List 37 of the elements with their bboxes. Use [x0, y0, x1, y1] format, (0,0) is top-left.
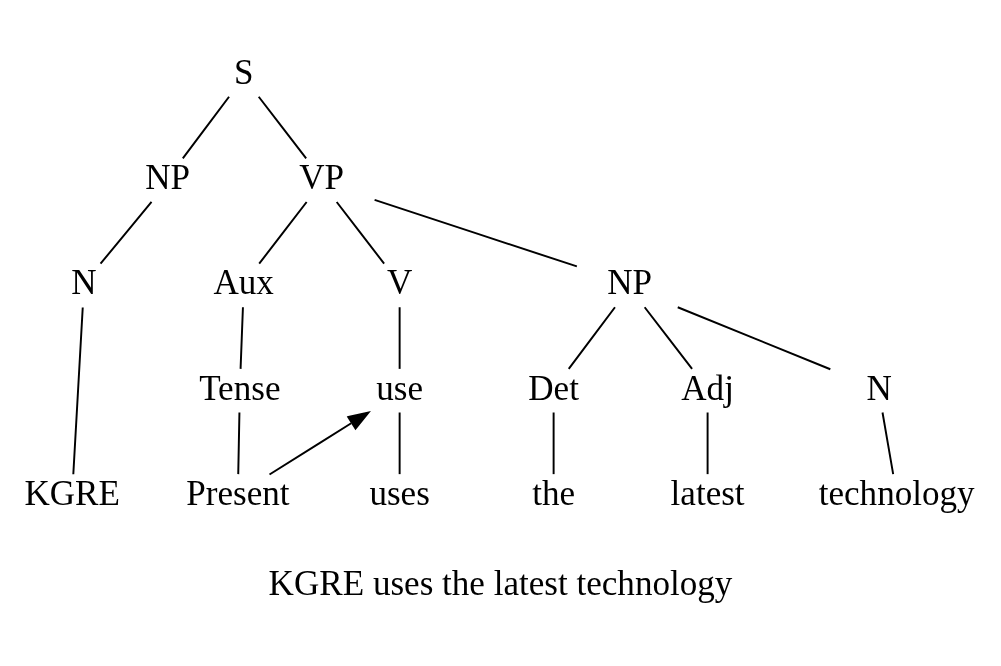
node-text: NP — [145, 157, 191, 197]
arrow — [268, 410, 371, 475]
node-text: Tense — [199, 368, 281, 408]
node-text: N — [71, 262, 97, 302]
node-text: V — [386, 262, 413, 302]
node-text: the — [532, 473, 576, 513]
node-text: technology — [818, 473, 975, 513]
node-text: uses — [369, 473, 430, 513]
connector — [567, 305, 616, 370]
node-text: NP — [607, 262, 653, 302]
connector — [258, 200, 308, 265]
node-text: use — [376, 368, 424, 408]
node-text: Aux — [213, 262, 274, 302]
connector — [99, 200, 153, 265]
connector — [881, 411, 895, 475]
connector — [373, 198, 578, 267]
connector — [398, 305, 401, 370]
connector — [643, 305, 694, 370]
caption: KGRE uses the latest technology — [268, 562, 733, 602]
node-text: Adj — [681, 368, 734, 408]
node-text: latest — [670, 473, 745, 513]
connector — [335, 200, 386, 265]
connector — [398, 411, 401, 475]
connector — [72, 306, 84, 475]
node-text: Det — [528, 368, 579, 408]
connector — [676, 305, 832, 370]
connector — [181, 95, 230, 159]
connector — [706, 411, 709, 475]
connector — [552, 411, 555, 475]
node-text: VP — [299, 157, 345, 197]
connector — [239, 305, 244, 370]
node-text: S — [233, 52, 254, 92]
connector — [237, 411, 241, 475]
node-text: Present — [186, 473, 290, 513]
node-text: N — [866, 368, 892, 408]
connector — [257, 95, 308, 159]
node-text: KGRE — [24, 473, 120, 513]
